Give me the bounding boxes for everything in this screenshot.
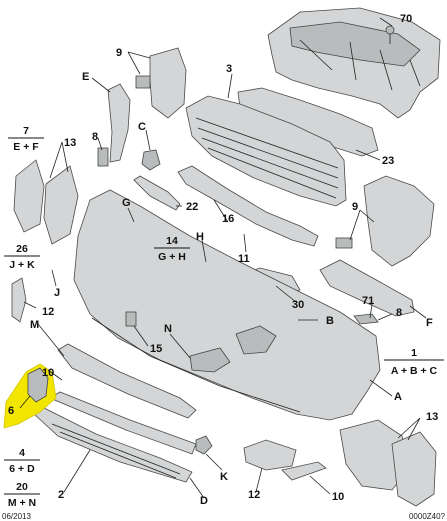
callout-2: 2 [58, 489, 64, 501]
callout-d: D [200, 495, 208, 507]
bracket-13-right [339, 419, 437, 507]
callout-13-right: 13 [426, 411, 438, 423]
group-4: 4 6 + D [4, 447, 40, 475]
group-20: 20 M + N [4, 481, 40, 509]
chrome-trim-16 [177, 165, 319, 247]
bolt-70 [385, 25, 395, 44]
group-14-formula: G + H [158, 251, 186, 263]
bracket-9-left [135, 47, 187, 119]
callout-22: 22 [186, 201, 198, 213]
callout-8-left: 8 [92, 131, 98, 143]
callout-b: B [326, 315, 334, 327]
cap-k [195, 435, 213, 455]
callout-c: C [138, 121, 146, 133]
callout-23: 23 [382, 155, 394, 167]
callout-10-right: 10 [332, 491, 344, 503]
callout-15: 15 [150, 343, 162, 355]
callout-12-right: 12 [248, 489, 260, 501]
bumper-cover [73, 189, 381, 421]
footer-right-code: 0000Z40? [409, 512, 446, 521]
group-7-formula: E + F [13, 141, 39, 153]
callout-f: F [426, 317, 433, 329]
group-4-number: 4 [19, 447, 25, 459]
strip-10-lower [281, 461, 327, 481]
callout-e: E [82, 71, 89, 83]
callout-6: 6 [8, 405, 14, 417]
callout-j: J [54, 287, 60, 299]
callout-9-right: 9 [352, 201, 358, 213]
group-26: 26 J + K [4, 243, 40, 271]
callout-10-left: 10 [42, 367, 54, 379]
group-1-formula: A + B + C [391, 365, 438, 377]
group-14: 14 G + H [154, 235, 190, 263]
callout-11: 11 [238, 253, 250, 265]
group-26-formula: J + K [9, 259, 35, 271]
group-26-number: 26 [16, 243, 28, 255]
callout-8-right: 8 [396, 307, 402, 319]
leader-lines [19, 17, 427, 499]
callout-12-left: 12 [42, 306, 54, 318]
group-1: 1 A + B + C [384, 347, 444, 377]
callout-16: 16 [222, 213, 234, 225]
callout-k: K [220, 471, 228, 483]
callout-30: 30 [292, 299, 304, 311]
callout-9-top: 9 [116, 47, 122, 59]
callout-13-left: 13 [64, 137, 76, 149]
group-14-number: 14 [166, 235, 178, 247]
lower-grille-10 [57, 343, 197, 419]
callout-m: M [30, 319, 39, 331]
group-1-number: 1 [411, 347, 417, 359]
callout-n: N [164, 323, 172, 335]
part-callouts: 70 9 E 3 8 C 13 23 22 16 G H 11 9 J 12 M… [8, 13, 438, 507]
group-20-number: 20 [16, 481, 28, 493]
group-callouts: 7 E + F 26 J + K 14 G + H 1 A + B + C 4 … [4, 125, 444, 509]
callout-h: H [196, 231, 204, 243]
bracket-9-right [335, 175, 435, 267]
clip-8-left [97, 147, 109, 167]
footer-left-code: 06/2013 [2, 512, 31, 521]
clip-71 [353, 313, 379, 325]
callout-71: 71 [362, 295, 374, 307]
fog-bezel-12 [243, 439, 297, 471]
group-7-number: 7 [23, 125, 29, 137]
callout-a: A [394, 391, 402, 403]
bracket-j [11, 277, 27, 323]
callout-g: G [122, 197, 131, 209]
front-grille [185, 95, 347, 207]
bracket-f [319, 259, 415, 317]
callout-3: 3 [226, 63, 232, 75]
bracket-e [107, 83, 131, 163]
callout-70: 70 [400, 13, 412, 25]
clip-n [125, 311, 137, 327]
lower-grille-2 [33, 407, 193, 483]
clip-c [141, 149, 161, 171]
trim-strip-22 [133, 175, 181, 211]
group-4-formula: 6 + D [9, 463, 35, 475]
group-20-formula: M + N [8, 497, 36, 509]
bracket-13-left [13, 159, 79, 245]
group-7: 7 E + F [8, 125, 44, 153]
